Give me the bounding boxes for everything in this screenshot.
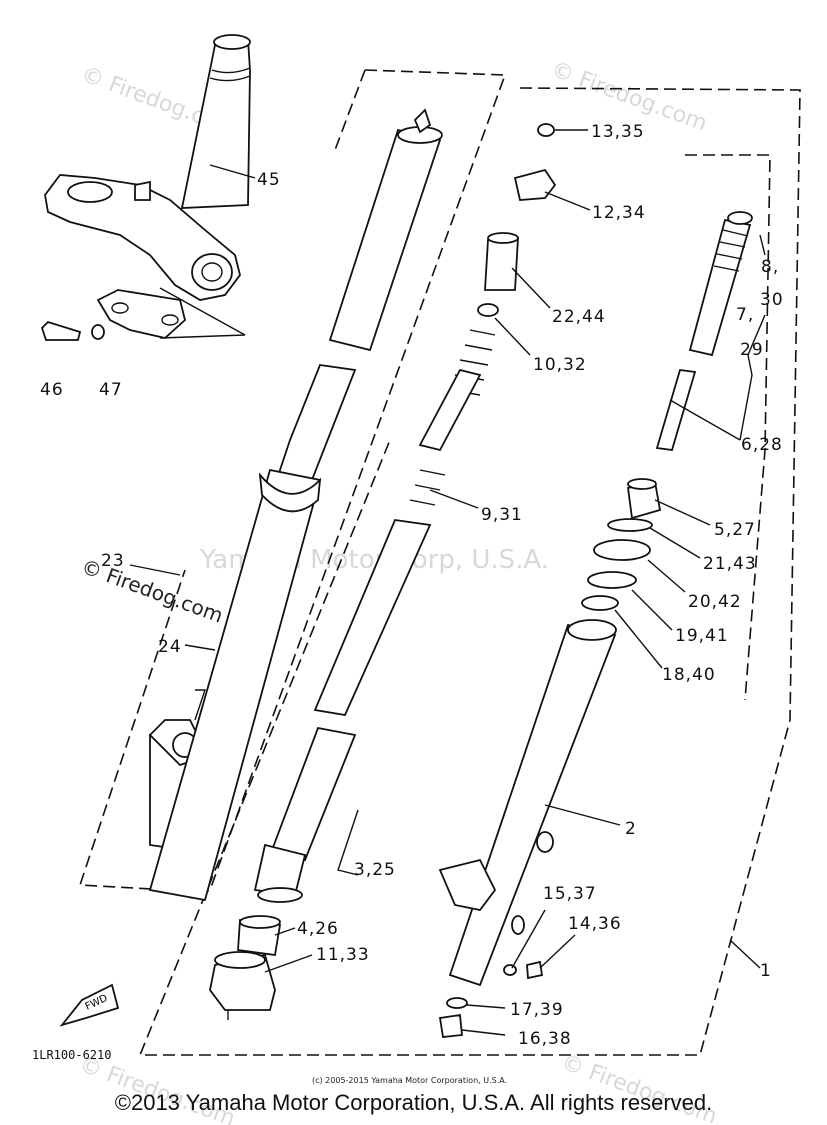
label-7: 7, bbox=[736, 305, 754, 325]
label-11-33: 11,33 bbox=[316, 945, 370, 965]
spacer bbox=[477, 232, 519, 317]
steering-stem bbox=[44, 34, 251, 301]
label-13-35: 13,35 bbox=[591, 122, 645, 142]
fork-spring bbox=[409, 329, 496, 506]
label-16-38: 16,38 bbox=[518, 1029, 572, 1049]
label-20-42: 20,42 bbox=[688, 592, 742, 612]
copyright-footer: ©2013 Yamaha Motor Corporation, U.S.A. A… bbox=[114, 1090, 713, 1115]
label-19-41: 19,41 bbox=[675, 626, 729, 646]
oil-lock-piece bbox=[209, 915, 282, 1011]
cap-bolt bbox=[513, 123, 557, 201]
label-24: 24 bbox=[158, 637, 182, 657]
label-4-26: 4,26 bbox=[297, 919, 339, 939]
seal-stack bbox=[581, 478, 662, 611]
label-12-34: 12,34 bbox=[592, 203, 646, 223]
label-2: 2 bbox=[625, 819, 637, 839]
right-outer-tube bbox=[438, 619, 617, 1038]
label-21-43: 21,43 bbox=[703, 554, 757, 574]
label-15-37: 15,37 bbox=[543, 884, 597, 904]
label-23: 23 bbox=[101, 551, 125, 571]
label-22-44: 22,44 bbox=[552, 307, 606, 327]
part-labels: 45 46 47 13,35 12,34 22,44 10,32 9,31 8,… bbox=[40, 122, 784, 1049]
leader-lines bbox=[129, 129, 766, 1036]
label-10-32: 10,32 bbox=[533, 355, 587, 375]
label-5-27: 5,27 bbox=[714, 520, 756, 540]
label-1: 1 bbox=[760, 961, 772, 981]
label-18-40: 18,40 bbox=[662, 665, 716, 685]
forward-arrow-icon: FWD bbox=[59, 983, 120, 1027]
damper-rod bbox=[655, 211, 753, 451]
diagram-code: 1LR100-6210 bbox=[32, 1048, 111, 1062]
label-47: 47 bbox=[99, 380, 123, 400]
label-8: 8, bbox=[761, 257, 779, 277]
label-6-28: 6,28 bbox=[741, 435, 783, 455]
label-9-31: 9,31 bbox=[481, 505, 523, 525]
label-45: 45 bbox=[257, 170, 281, 190]
inner-fork-tube bbox=[148, 108, 443, 903]
handlebar-clamp bbox=[40, 287, 246, 341]
damper-group-boundary bbox=[685, 154, 771, 701]
label-3-25: 3,25 bbox=[354, 860, 396, 880]
label-29: 29 bbox=[740, 340, 764, 360]
label-30: 30 bbox=[760, 290, 784, 310]
right-outer-boundary bbox=[138, 87, 801, 1056]
label-46: 46 bbox=[40, 380, 64, 400]
small-copyright: (c) 2005-2015 Yamaha Motor Corporation, … bbox=[312, 1076, 507, 1085]
label-14-36: 14,36 bbox=[568, 914, 622, 934]
label-17-39: 17,39 bbox=[510, 1000, 564, 1020]
